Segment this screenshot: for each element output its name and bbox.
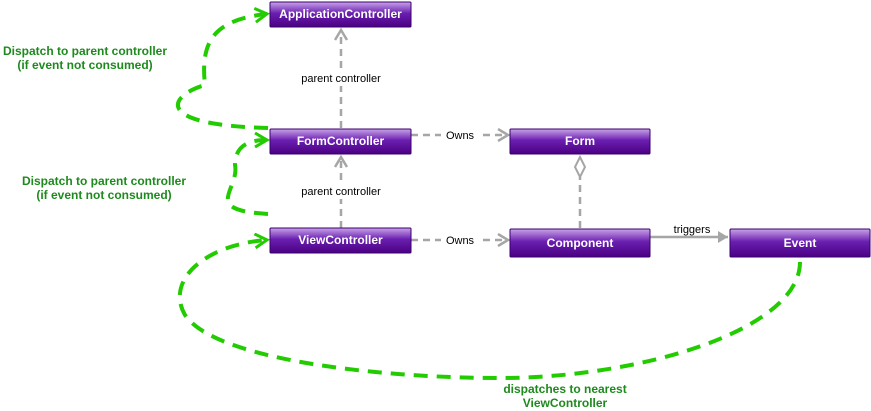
node-label-view-controller: ViewController (298, 233, 383, 247)
edge-label-parent-controller-bottom: parent controller (301, 186, 381, 198)
node-application-controller[interactable]: ApplicationController (269, 1, 412, 28)
note-dispatch-mid-line1: Dispatch to parent controller (22, 174, 186, 188)
note-dispatch-bottom-line1: dispatches to nearest (503, 382, 626, 396)
note-dispatch-top-line2: (if event not consumed) (17, 58, 152, 72)
edge-label-owns-component: Owns (446, 235, 475, 247)
node-label-form-controller: FormController (297, 134, 385, 148)
edge-label-bg-top (296, 70, 386, 86)
flow-form-to-app (175, 14, 268, 130)
edge-label-bg-owns-component (441, 232, 479, 248)
edge-label-parent-controller-top: parent controller (301, 73, 381, 85)
edge-label-owns-form: Owns (446, 130, 475, 142)
node-label-event: Event (784, 236, 817, 250)
note-dispatch-bottom-line2: ViewController (523, 396, 608, 410)
node-label-component: Component (547, 236, 614, 250)
note-dispatch-mid-line2: (if event not consumed) (36, 188, 171, 202)
node-label-application-controller: ApplicationController (279, 7, 402, 21)
node-form[interactable]: Form (509, 128, 651, 155)
edge-label-bg-bottom (296, 183, 386, 199)
node-label-form: Form (565, 134, 595, 148)
note-dispatch-top-line1: Dispatch to parent controller (3, 44, 167, 58)
aggregation-diamond-icon (573, 154, 587, 180)
node-component[interactable]: Component (509, 228, 651, 258)
node-form-controller[interactable]: FormController (269, 128, 412, 155)
edge-label-triggers: triggers (674, 224, 711, 236)
node-event[interactable]: Event (729, 228, 871, 258)
node-view-controller[interactable]: ViewController (269, 227, 412, 254)
edge-label-bg-owns-form (441, 127, 479, 143)
flow-event-to-view (177, 240, 802, 381)
flow-view-to-form (225, 140, 268, 216)
